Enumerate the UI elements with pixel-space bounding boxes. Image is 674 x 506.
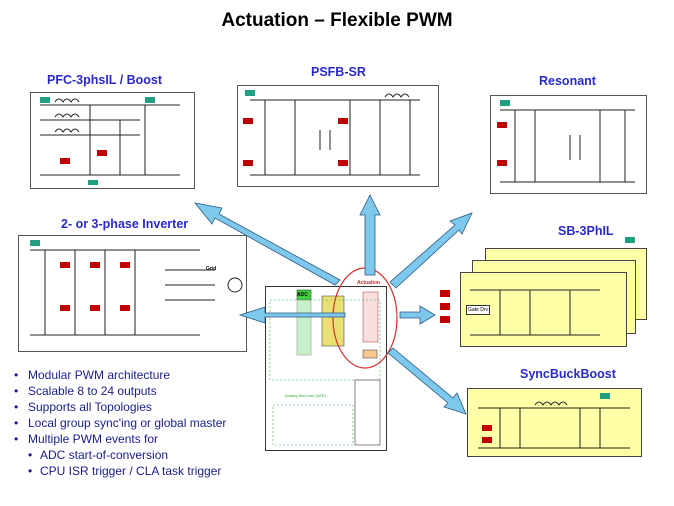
bullet-item: Scalable 8 to 24 outputs xyxy=(14,383,226,399)
bullet-item: Modular PWM architecture xyxy=(14,367,226,383)
bullet-item: Multiple PWM events for xyxy=(14,431,226,447)
syncbuckboost-schematic xyxy=(467,388,642,457)
gate-driver-label: Gate Drv xyxy=(466,305,491,315)
pfc-label: PFC-3phsIL / Boost xyxy=(47,73,163,87)
sub-bullet-item: ADC start-of-conversion xyxy=(14,447,226,463)
bullet-item: Local group sync'ing or global master xyxy=(14,415,226,431)
inverter-schematic xyxy=(18,235,247,352)
psfb-label: PSFB-SR xyxy=(311,65,366,79)
slide-title: Actuation – Flexible PWM xyxy=(221,10,453,31)
bullet-list: Modular PWM architecture Scalable 8 to 2… xyxy=(14,367,226,479)
bullet-item: Supports all Topologies xyxy=(14,399,226,415)
chip-actuation-label: Actuation xyxy=(357,280,381,286)
sub-bullet-item: CPU ISR trigger / CLA task trigger xyxy=(14,463,226,479)
arrows xyxy=(194,194,473,415)
chip-afe-label: Analog front end (AFE) xyxy=(285,393,326,398)
chip-adc-label: ADC xyxy=(297,292,308,298)
resonant-label: Resonant xyxy=(539,74,596,88)
grid-label: Grid xyxy=(206,266,217,272)
resonant-schematic xyxy=(490,95,647,194)
sb3phil-label: SB-3PhIL xyxy=(558,224,614,238)
psfb-schematic xyxy=(237,85,439,187)
syncbuckboost-label: SyncBuckBoost xyxy=(520,367,616,381)
inverter-label: 2- or 3-phase Inverter xyxy=(61,217,189,231)
pfc-schematic xyxy=(30,92,195,189)
